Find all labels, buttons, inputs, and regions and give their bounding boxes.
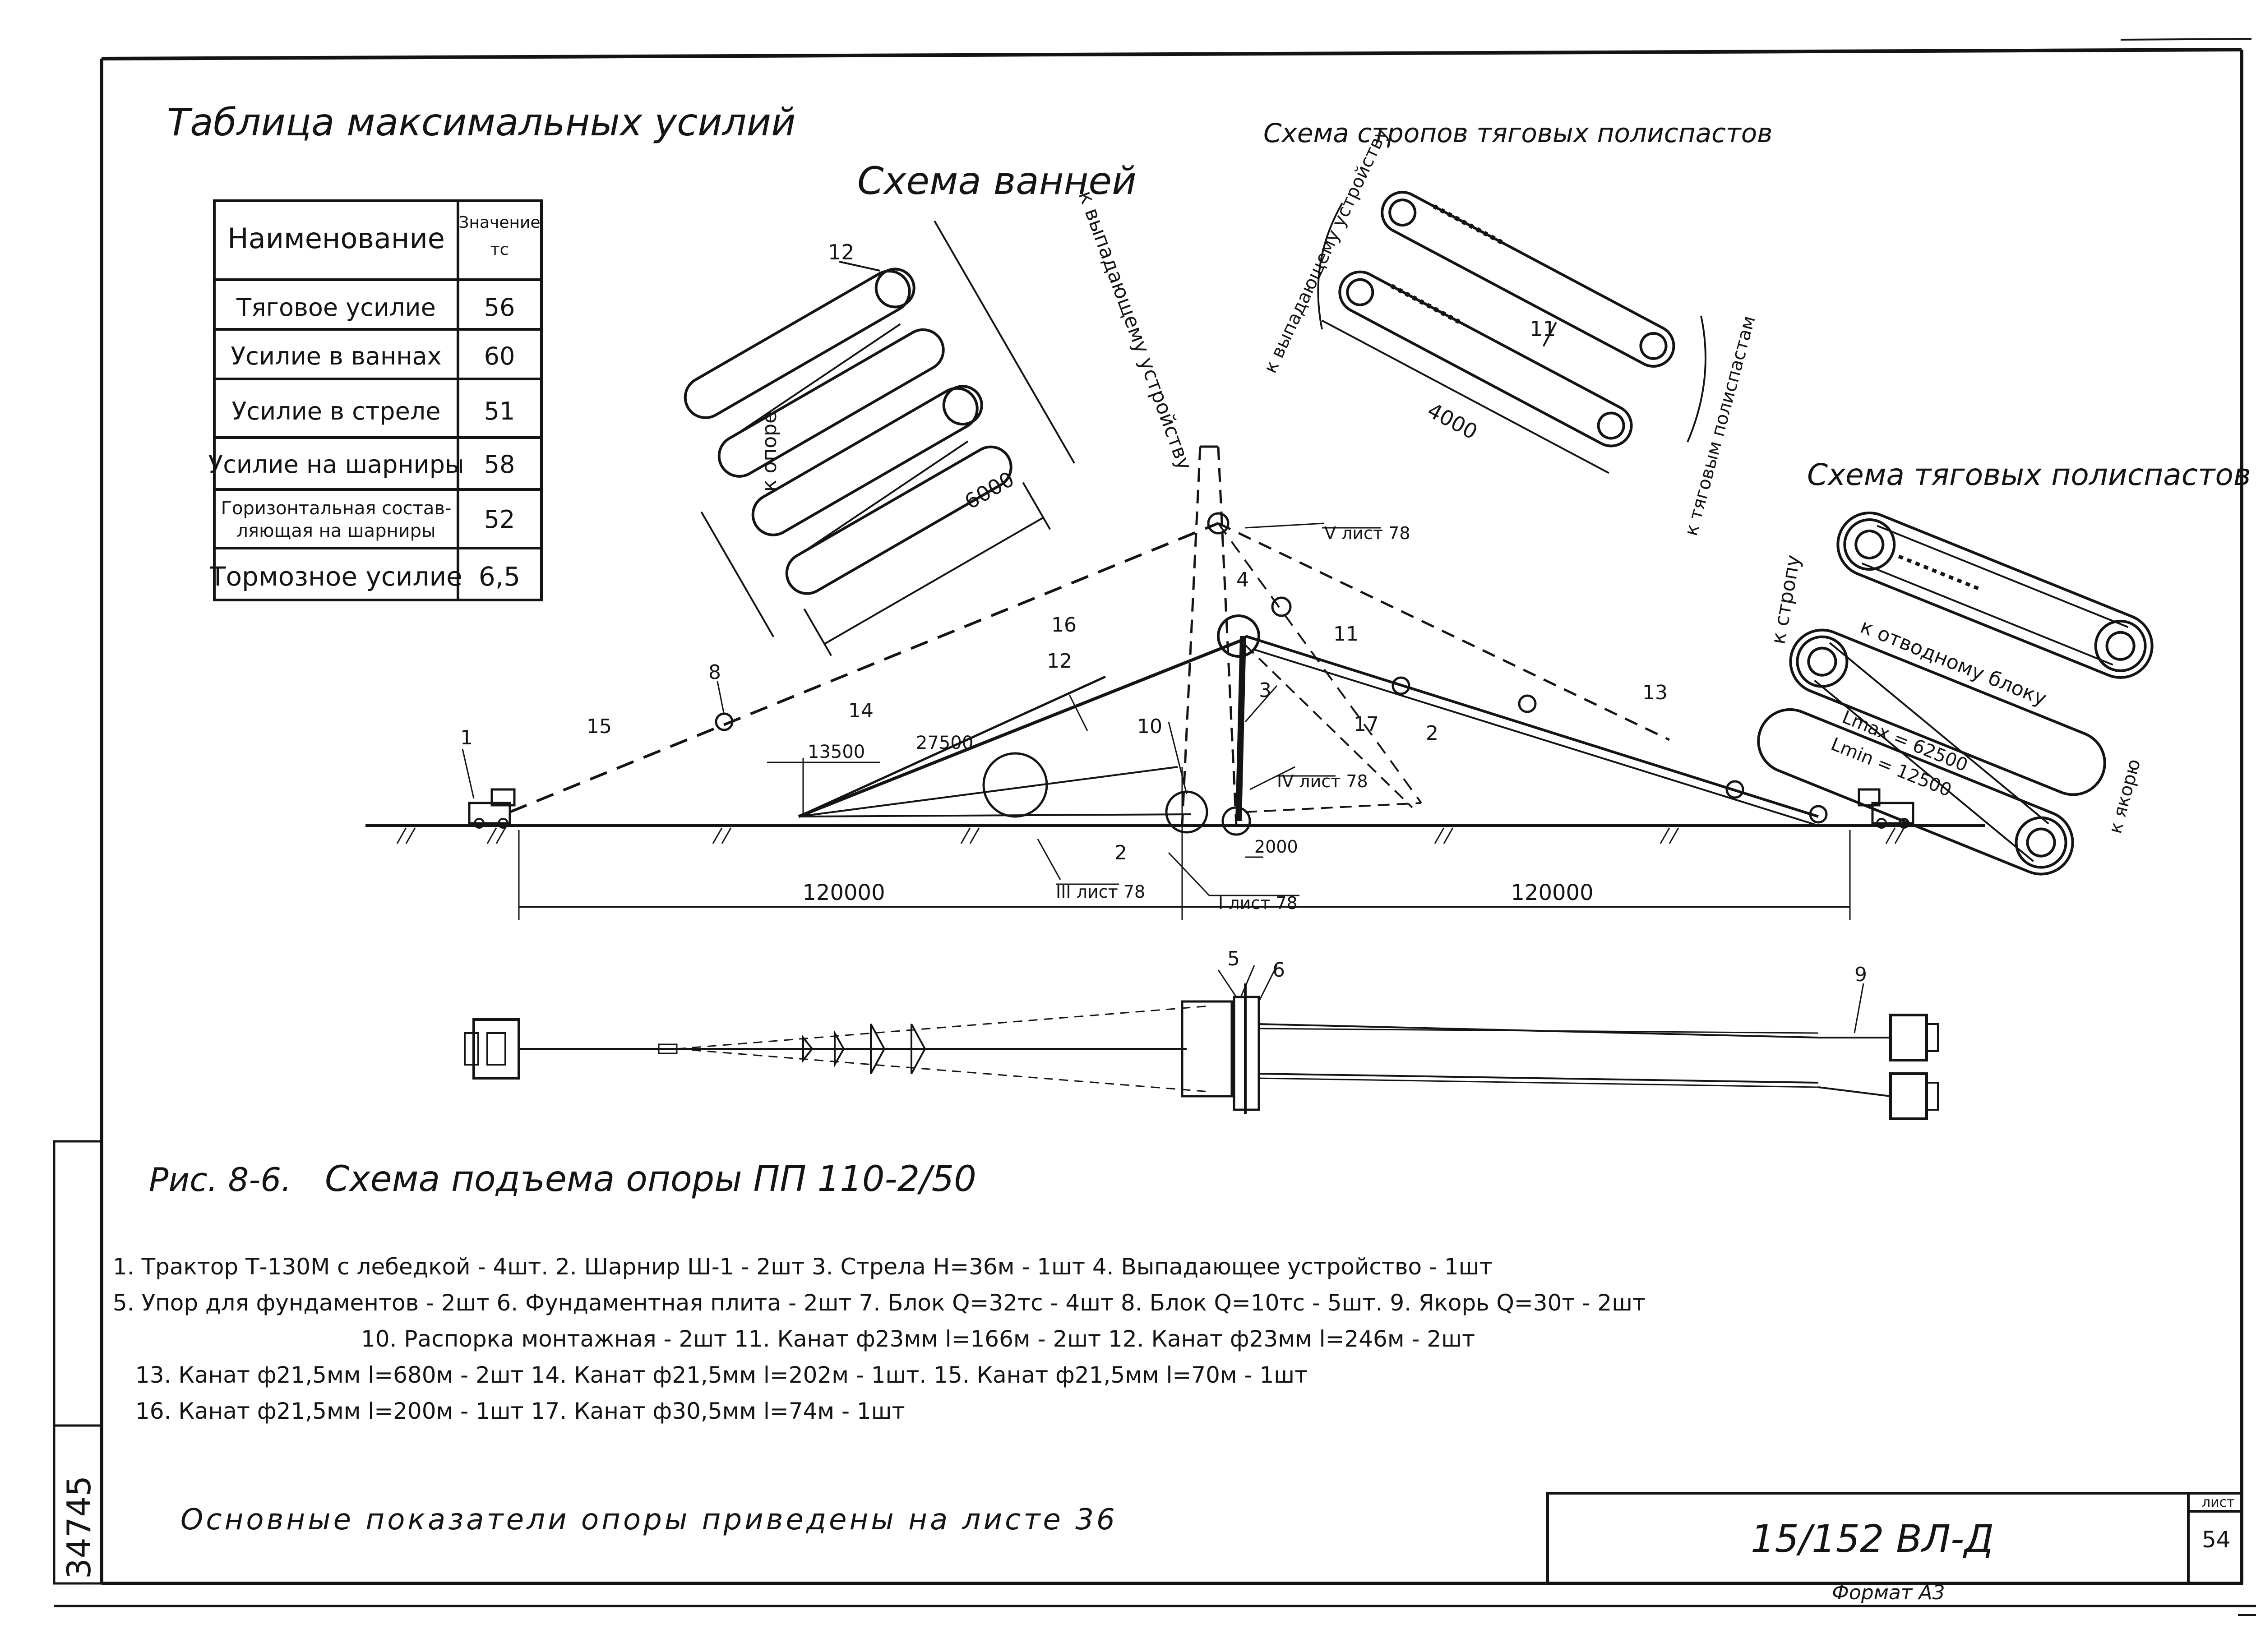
table-row-name: ляющая на шарниры [236,521,435,541]
table-row-name: Тормозное усилие [209,561,462,592]
elevation-labels: 120000 120000 13500 27500 2000 V лист 78… [460,523,1668,913]
stropy-label-device: к выпадающему устройству [1260,125,1392,376]
sheet-label: лист [2202,1495,2235,1510]
stropy-dim: 4000 [1424,398,1482,444]
document-code: 15/152 ВЛ-Д [1751,1517,1994,1561]
forces-table [213,199,543,601]
plan-labels: 5 6 9 [1227,947,1867,986]
table-row-value: 52 [484,505,515,534]
table-header-value: Значение [458,213,540,232]
polispasty-label-sling: к стропу [1767,553,1805,646]
sheet-ref: I лист 78 [1218,893,1298,913]
callout: 6 [1272,959,1285,982]
side-stamp: 34745 [53,1140,103,1585]
sheet-ref: III лист 78 [1056,882,1145,902]
polispasty-schema [1757,512,2154,876]
side-number: 34745 [60,1476,98,1579]
elevation-view [365,445,1985,920]
vanny-label-device: к выпадающему устройству [1074,188,1197,473]
table-row-value: 60 [484,342,515,370]
legend-line: 10. Распорка монтажная - 2шт 11. Канат ф… [361,1326,1475,1352]
callout: 12 [1047,650,1072,673]
callout: 2 [1114,841,1127,864]
figure-prefix: Рис. 8-6. [149,1161,291,1199]
figure-title: Схема подъема опоры ПП 110-2/50 [325,1159,976,1200]
polispasty-title: Схема тяговых полиспастов [1807,457,2251,492]
callout: 14 [848,699,874,722]
polispasty-label-block: к отводному блоку [1857,615,2050,711]
legend-line: 5. Упор для фундаментов - 2шт 6. Фундаме… [113,1290,1646,1316]
title-block [1546,1492,2243,1585]
table-row-name: Тяговое усилие [236,293,436,322]
callout: 11 [1333,623,1359,646]
stropy-label-hoists: к тяговым полиспастам [1681,314,1760,538]
table-title: Таблица максимальных усилий [167,100,796,144]
callout: 10 [1137,715,1162,738]
table-header-unit: тс [490,240,509,259]
dim-left: 120000 [802,880,885,905]
dim-13500: 13500 [808,742,865,762]
table-row-name: Усилие на шарниры [208,450,464,479]
callout: 5 [1227,947,1240,970]
callout: 16 [1051,614,1077,637]
vanny-callout: 12 [828,240,855,264]
callout: 9 [1854,963,1867,986]
stropy-title: Схема стропов тяговых полиспастов [1263,118,1772,148]
table-row-value: 58 [484,450,515,479]
callout: 8 [708,661,721,684]
table-row-name: Усилие в ваннах [231,342,441,370]
callout: 13 [1642,681,1668,704]
plan-view [464,965,1939,1120]
table-row-value: 51 [484,397,515,425]
callout: 2 [1426,722,1438,745]
table-row-name: Усилие в стреле [231,397,440,425]
table-row-value: 56 [484,293,515,322]
stropy-callout: 11 [1530,317,1556,341]
vanny-label-support: к опоре [758,411,781,492]
legend-line: 1. Трактор Т-130М с лебедкой - 4шт. 2. Ш… [113,1254,1493,1280]
note: Основные показатели опоры приведены на л… [180,1503,1118,1537]
dim-27500: 27500 [916,733,973,753]
callout: 1 [460,726,473,749]
callout: 4 [1236,568,1249,591]
vanny-schema [684,220,1075,656]
callout: 3 [1259,679,1271,702]
table-row-name: Горизонтальная состав- [221,498,452,519]
dim-2000: 2000 [1254,837,1298,857]
sheet-ref: IV лист 78 [1277,771,1368,791]
vanny-dim: 6000 [961,466,1018,514]
legend-line: 13. Канат ф21,5мм l=680м - 2шт 14. Канат… [135,1362,1308,1388]
format-label: Формат А3 [1832,1581,1945,1604]
polispasty-label-anchor: к якорю [2105,757,2145,836]
sheet-number: 54 [2202,1527,2231,1553]
callout: 17 [1354,713,1379,736]
dim-right: 120000 [1511,880,1593,905]
stropy-schema [1317,191,1706,474]
callout: 15 [587,715,612,738]
sheet-ref: V лист 78 [1324,523,1410,543]
legend-line: 16. Канат ф21,5мм l=200м - 1шт 17. Канат… [135,1398,905,1424]
vanny-title: Схема ванней [857,159,1137,203]
table-row-value: 6,5 [479,561,520,592]
table-header-name: Наименование [227,222,445,255]
